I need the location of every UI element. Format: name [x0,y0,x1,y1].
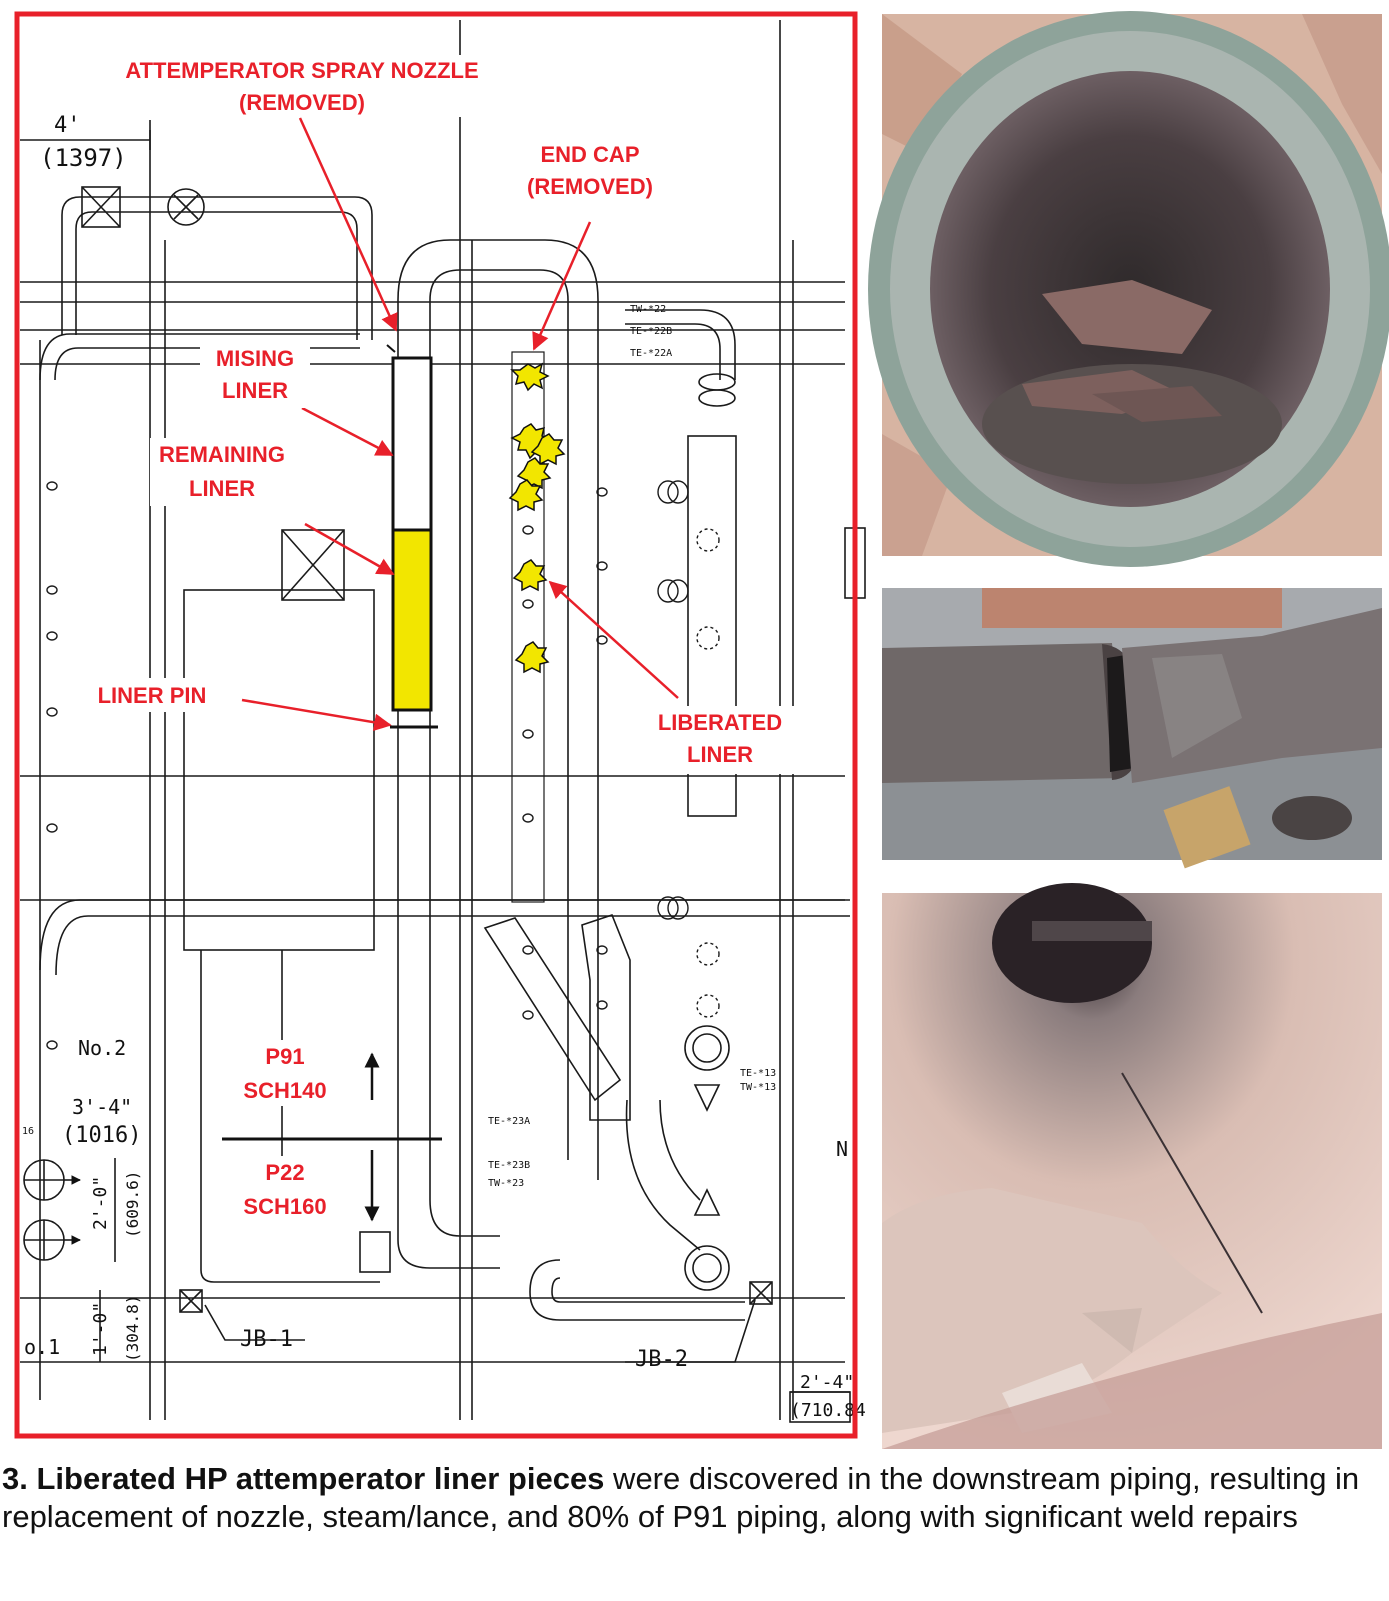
tag-no1: o.1 [24,1335,60,1359]
tag-te23b: TE-*23B [488,1160,530,1171]
caption-bold: 3. Liberated HP attemperator liner piece… [2,1461,605,1496]
label-spray-nozzle-removed: (REMOVED) [239,90,365,115]
tag-n: N [836,1137,848,1161]
remaining-liner-section [391,528,433,712]
dim-1016: (1016) [62,1123,141,1148]
label-liberated-liner: LIBERATED [658,710,782,735]
label-end-cap: END CAP [540,142,639,167]
label-end-cap-removed: (REMOVED) [527,174,653,199]
callout-labels: ATTEMPERATOR SPRAY NOZZLE (REMOVED) END … [90,55,795,1222]
dim-2ft0: 2'-0" [90,1176,111,1230]
photo-pipe-interior-debris [868,11,1389,567]
dim-3ft4: 3'-4" [72,1095,132,1119]
label-p22: P22 [265,1160,304,1185]
tag-tw22: TW-*22 [630,304,666,315]
label-missing-liner-2: LINER [222,378,288,403]
dim-304: (304.8) [123,1295,142,1362]
tag-16: 16 [22,1126,34,1137]
liberated-liner-pieces [508,362,566,674]
label-spray-nozzle: ATTEMPERATOR SPRAY NOZZLE [125,58,478,83]
drawing-annotations: 4' (1397) TW-*22 TE-*22B TE-*22A No.2 3'… [22,113,866,1421]
dim-1ft0: 1'-0" [90,1302,111,1356]
diagram-frame [14,11,858,1439]
callout-arrows [241,117,679,732]
tag-te23a: TE-*23A [488,1116,530,1127]
dim-1397: (1397) [40,144,127,172]
dim-609: (609.6) [123,1171,142,1238]
label-liner-pin: LINER PIN [98,683,207,708]
hanger-marks [46,427,720,1050]
missing-liner-section [391,356,433,532]
tag-te22a: TE-*22A [630,348,672,359]
tag-te13: TE-*13 [740,1068,776,1079]
dim-4ft: 4' [54,113,81,138]
tag-te22b: TE-*22B [630,326,672,337]
piping-diagram: 4' (1397) TW-*22 TE-*22B TE-*22A No.2 3'… [14,11,866,1439]
label-remaining-liner-2: LINER [189,476,255,501]
caption-rest: were discovered in the downstream piping… [2,1461,1360,1534]
label-sch160: SCH160 [243,1194,326,1219]
photo-liner-fragment-in-pipe [882,883,1382,1449]
tag-no2: No.2 [78,1036,126,1060]
label-p91: P91 [265,1044,304,1069]
label-remaining-liner: REMAINING [159,442,285,467]
label-missing-liner: MISING [216,346,294,371]
dim-2ft4: 2'-4" [800,1372,854,1393]
label-liberated-liner-2: LINER [687,742,753,767]
tag-tw13: TW-*13 [740,1082,776,1093]
photo-weld-crack [882,588,1382,869]
tag-tw23: TW-*23 [488,1178,524,1189]
label-sch140: SCH140 [243,1078,326,1103]
figure-caption: 3. Liberated HP attemperator liner piece… [2,1460,1388,1536]
tag-jb1: JB-1 [240,1327,293,1352]
tag-jb2: JB-2 [635,1347,688,1372]
dim-710: (710.84 [790,1400,866,1421]
